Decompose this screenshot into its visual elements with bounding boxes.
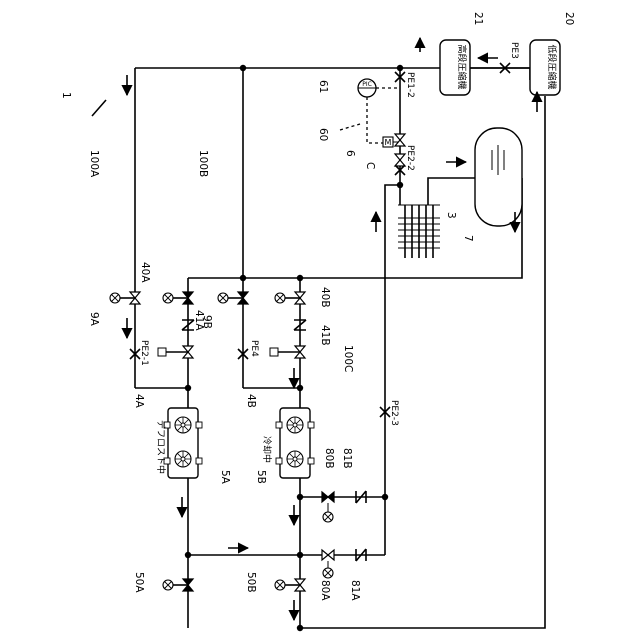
label-pe3: PE3 (509, 42, 519, 59)
status-defrost: デフロスト中 (155, 420, 167, 474)
label-pe2-1: PE2-1 (139, 340, 149, 366)
manual-valves (158, 348, 300, 356)
label-C: C (364, 162, 376, 169)
label-21: 21 (472, 12, 484, 25)
label-7: 7 (462, 235, 474, 242)
pressure-indicator-controller: PIC (358, 79, 376, 97)
label-81B: 81B (341, 448, 353, 469)
receiver-tank (475, 128, 522, 226)
label-4B: 4B (245, 394, 257, 408)
low-stage-compressor: 低段圧縮機 (530, 40, 560, 95)
fan-icon (175, 451, 191, 467)
solenoid-icon (275, 580, 285, 590)
label-pe4: PE4 (249, 340, 259, 357)
label-40A: 40A (139, 262, 151, 283)
label-pe1-2: PE1-2 (405, 72, 415, 98)
label-5B: 5B (255, 470, 267, 484)
solenoid-icon (275, 293, 285, 303)
fan-icon (175, 417, 191, 433)
label-100C: 100C (342, 345, 354, 372)
evaporator-unit-b (276, 408, 314, 478)
label-5A: 5A (219, 470, 231, 485)
motor-label: M (385, 138, 392, 147)
label-100A: 100A (88, 150, 100, 178)
label-41B: 41B (319, 325, 331, 346)
label-4A: 4A (133, 394, 145, 409)
status-cooling: 冷却中 (261, 436, 273, 463)
label-6: 6 (344, 150, 356, 157)
evaporator-unit-a (164, 408, 202, 478)
fan-icon (287, 417, 303, 433)
label-50B: 50B (245, 572, 257, 593)
label-40B: 40B (319, 287, 331, 308)
solenoid-icon (110, 293, 120, 303)
label-50A: 50A (133, 572, 145, 593)
label-pe2-3: PE2-3 (389, 400, 399, 426)
solenoid-icon (218, 293, 228, 303)
motor-box: M (383, 137, 393, 147)
labels: 1 100A 100B 100C 61 60 6 C 3 7 21 20 PE3… (60, 12, 575, 601)
heat-exchanger (398, 205, 440, 258)
solenoid-icon (163, 293, 173, 303)
fan-icon (287, 451, 303, 467)
label-60: 60 (317, 128, 329, 141)
label-9A: 9A (88, 312, 100, 327)
solenoid-icon (323, 512, 333, 522)
label-81A: 81A (349, 580, 361, 601)
label-20: 20 (563, 12, 575, 25)
junction-dots (185, 65, 403, 631)
solenoid-icon (323, 568, 333, 578)
label-3: 3 (445, 212, 457, 219)
label-80A: 80A (319, 580, 331, 601)
label-9B: 9B (201, 315, 213, 329)
flow-arrows (92, 38, 537, 620)
pic-text: PIC (362, 81, 372, 88)
valves (130, 154, 405, 591)
label-system: 1 (60, 92, 72, 99)
label-80B: 80B (323, 448, 335, 469)
comp-high-name: 高段圧縮機 (456, 44, 468, 89)
label-pic: 61 (317, 80, 329, 93)
solenoid-icon (163, 580, 173, 590)
high-stage-compressor: 高段圧縮機 (440, 40, 470, 95)
pipe-end-marks (130, 63, 510, 417)
comp-low-name: 低段圧縮機 (546, 44, 558, 89)
label-100B: 100B (197, 150, 209, 177)
label-pe2-2: PE2-2 (405, 145, 415, 171)
